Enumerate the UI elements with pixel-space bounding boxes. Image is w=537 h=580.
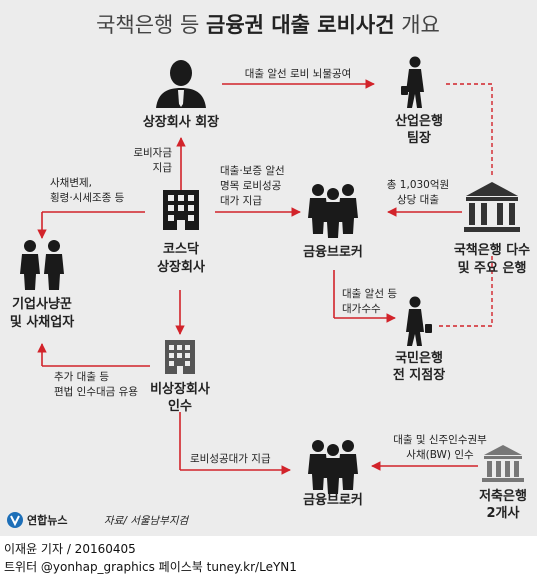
dashed-link-sanup	[446, 83, 493, 176]
logo-icon	[7, 512, 23, 528]
label-lobby-fund-2: 지급	[153, 162, 173, 174]
node-unlisted-line1: 비상장회사	[150, 381, 210, 397]
node-savings-line2: 2개사	[487, 505, 520, 521]
label-lobby-fund-1: 로비자금	[133, 147, 172, 159]
label-lobby-success: 로비성공대가 지급	[190, 453, 271, 465]
bank-icon	[464, 182, 520, 232]
people-group-icon	[308, 440, 358, 494]
businessman-icon	[156, 60, 206, 108]
label-bribe: 대출 알선 로비 뇌물공여	[245, 68, 352, 80]
node-kosdaq-line1: 코스닥	[163, 241, 199, 257]
building-icon	[165, 340, 195, 374]
label-extra-loan-2: 편법 인수대금 유용	[54, 385, 138, 398]
label-kickback-1: 대출 알선 등	[342, 288, 397, 300]
label-savings-loan-1: 대출 및 신주인수권부	[393, 434, 487, 446]
node-kookmin-line2: 전 지점장	[393, 367, 445, 383]
label-loan-guarantee-2: 명목 로비성공	[220, 180, 282, 192]
label-embezzle-2: 횡령·시세조종 등	[50, 191, 125, 204]
node-broker-top: 금융브로커	[303, 244, 363, 260]
node-unlisted-line2: 인수	[168, 398, 192, 414]
node-broker-bottom: 금융브로커	[303, 492, 363, 508]
label-kickback-2: 대가수수	[342, 303, 381, 315]
building-icon	[163, 190, 199, 230]
label-loan-amount-1: 총 1,030억원	[387, 179, 449, 191]
label-loan-guarantee-1: 대출·보증 알선	[220, 165, 285, 177]
brand-name: 연합뉴스	[27, 513, 67, 527]
walking-businessman-icon	[401, 56, 424, 108]
label-savings-loan-2: 사채(BW) 인수	[406, 449, 474, 461]
node-lender-line2: 및 사채업자	[10, 314, 74, 330]
label-embezzle-1: 사채변제,	[50, 177, 92, 189]
node-kookmin-line1: 국민은행	[395, 350, 443, 366]
node-sanup-line1: 산업은행	[395, 113, 443, 129]
diagram-panel	[0, 0, 537, 536]
walking-businessman-icon	[406, 296, 432, 346]
credit-line: 이재윤 기자 / 20160405	[4, 542, 136, 556]
label-loan-amount-2: 상당 대출	[397, 194, 439, 206]
social-line: 트위터 @yonhap_graphics 페이스북 tuney.kr/LeYN1	[4, 560, 297, 574]
people-group-icon	[308, 184, 358, 238]
source-note: 자료/ 서울남부지검	[104, 515, 189, 527]
page-title: 국책은행 등 금융권 대출 로비사건 개요	[96, 13, 440, 37]
node-state-banks-line2: 및 주요 은행	[458, 260, 527, 276]
lobby-case-diagram: 국책은행 등 금융권 대출 로비사건 개요	[7, 13, 530, 528]
label-extra-loan-1: 추가 대출 등	[54, 371, 109, 383]
node-lender-line1: 기업사냥꾼	[12, 296, 72, 312]
node-state-banks-line1: 국책은행 다수	[454, 242, 530, 258]
node-chairman: 상장회사 회장	[143, 114, 219, 130]
label-loan-guarantee-3: 대가 지급	[220, 195, 262, 207]
node-savings-line1: 저축은행	[479, 488, 527, 504]
small-bank-icon	[482, 445, 524, 482]
node-sanup-line2: 팀장	[407, 130, 431, 146]
people-group-icon	[20, 240, 64, 290]
node-kosdaq-line2: 상장회사	[157, 259, 205, 275]
dashed-link-kookmin	[436, 256, 493, 327]
